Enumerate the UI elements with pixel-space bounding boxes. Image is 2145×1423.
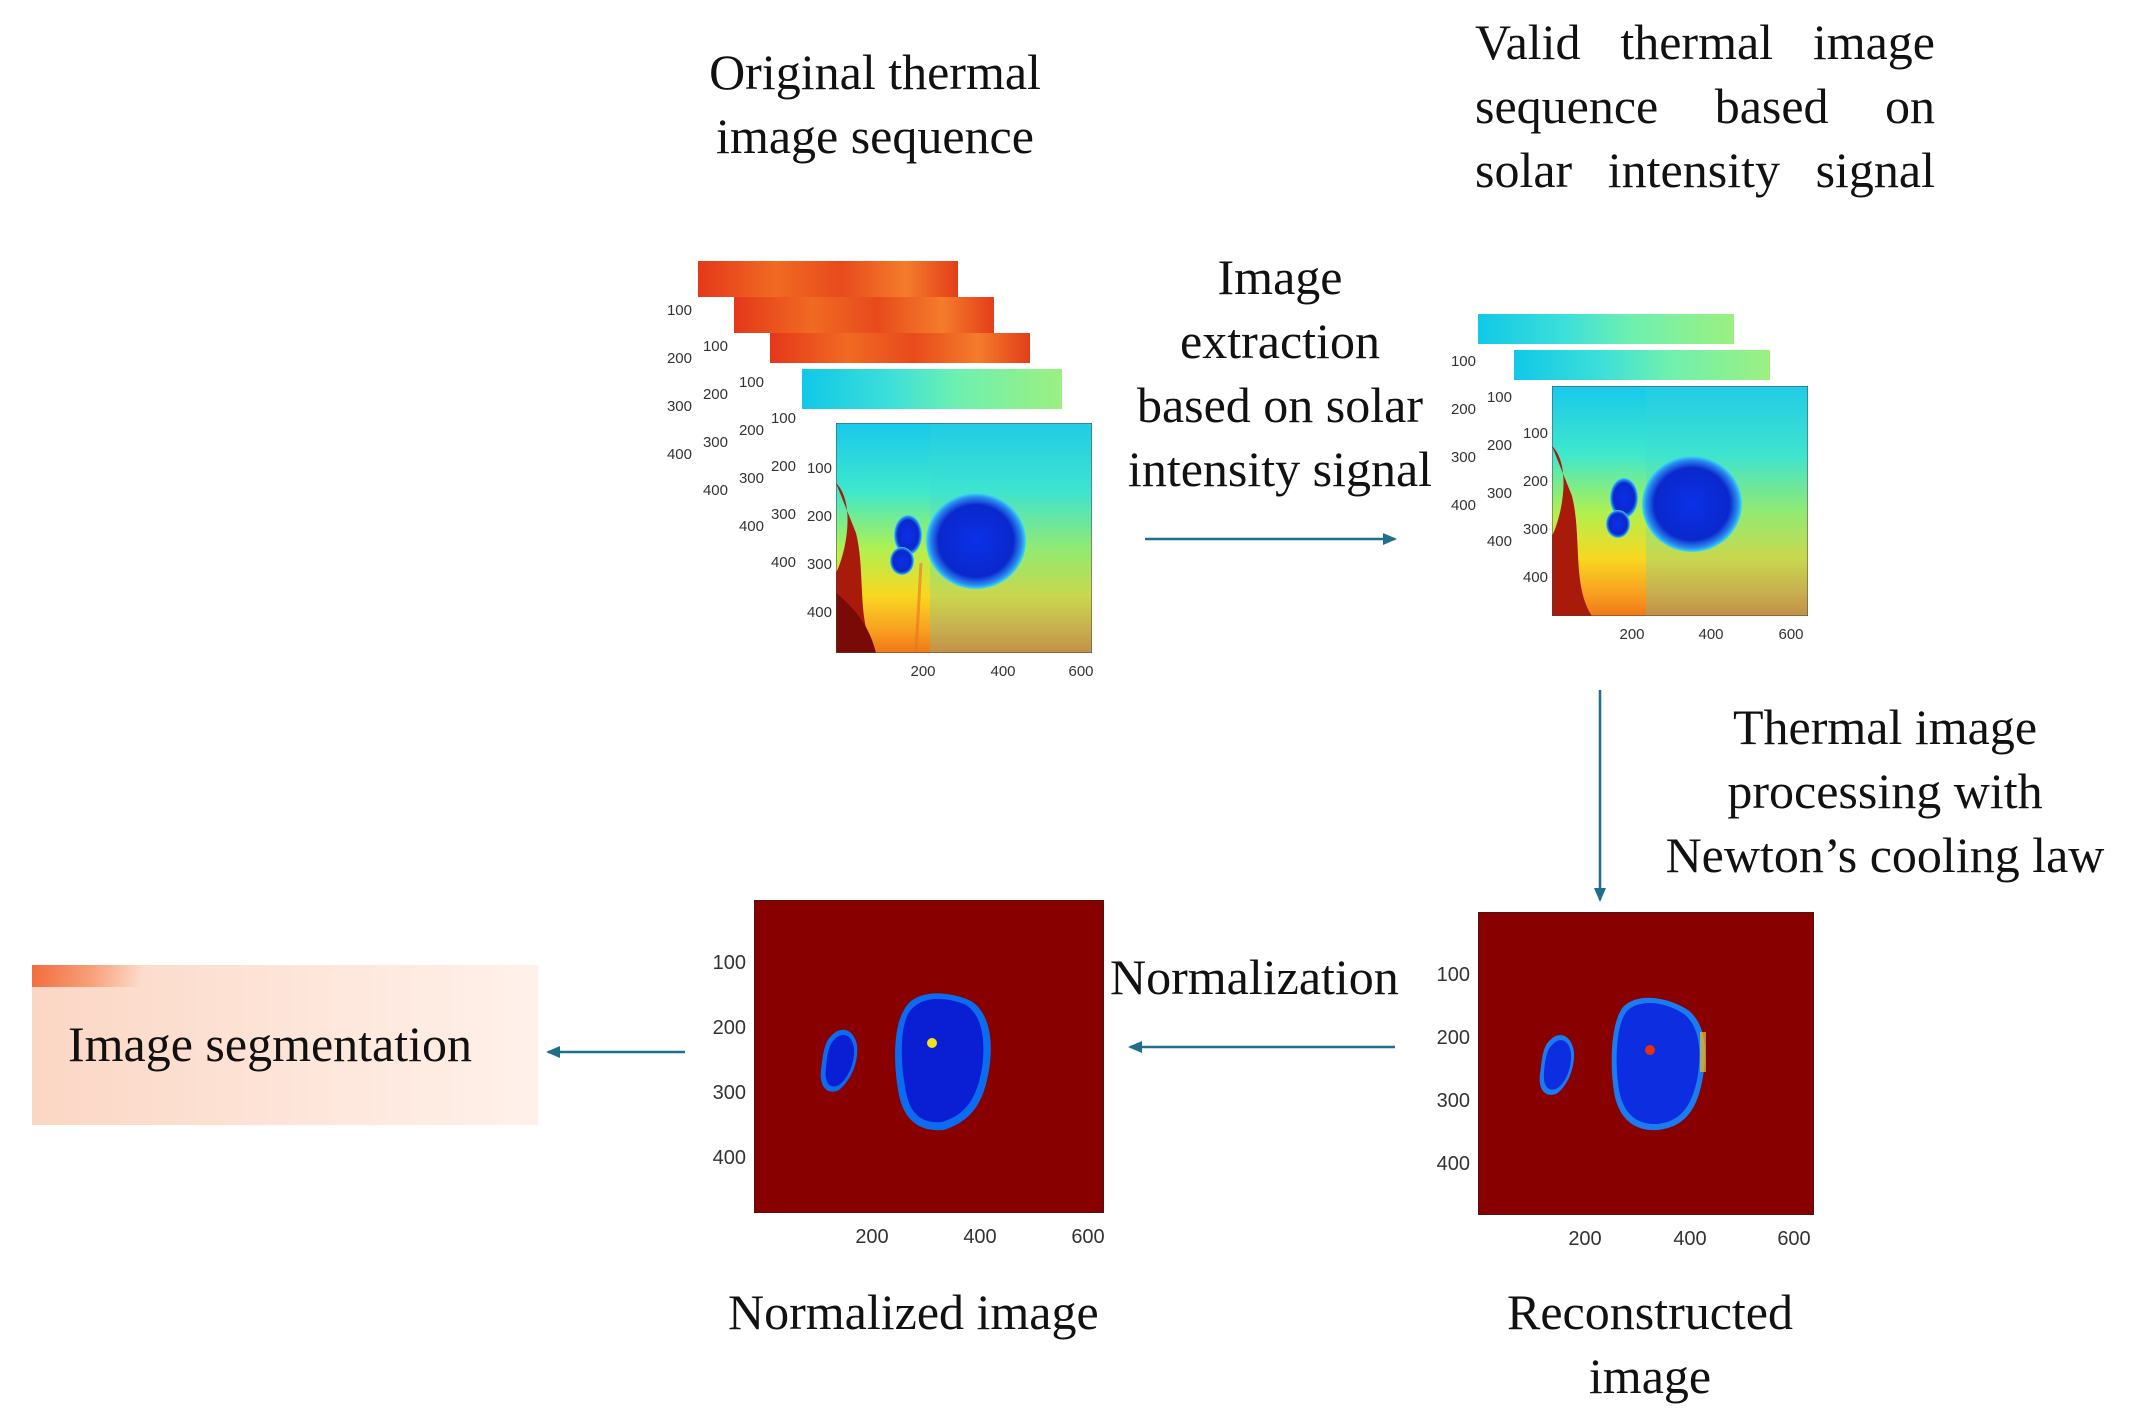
valid-xtick: 400 xyxy=(1698,626,1724,643)
normalized-xtick: 600 xyxy=(1071,1226,1105,1248)
normalized-ytick: 200 xyxy=(712,1017,746,1039)
stack-ytick: 200 xyxy=(770,458,796,475)
stack-ytick: 300 xyxy=(666,398,692,415)
stack-ytick: 400 xyxy=(738,518,764,535)
normalized-ytick: 300 xyxy=(712,1082,746,1104)
thermal-frame-1 xyxy=(698,261,958,297)
valid-ytick: 100 xyxy=(1450,353,1476,370)
reconstructed-image-caption: Reconstructed image xyxy=(1506,1284,1793,1404)
reconstructed-heatmap xyxy=(1478,912,1814,1215)
reconstructed-ytick: 300 xyxy=(1436,1090,1470,1112)
thermal-frame-3 xyxy=(770,333,1030,363)
valid-ytick: 200 xyxy=(1486,437,1512,454)
normalized-heatmap xyxy=(754,900,1104,1213)
stack-ytick: 200 xyxy=(666,350,692,367)
valid-ytick: 400 xyxy=(1522,569,1548,586)
normalized-ytick: 100 xyxy=(712,952,746,974)
stack-ytick: 300 xyxy=(738,470,764,487)
valid-image-stack: 100 200 300 400 100 200 300 400 100 200 … xyxy=(1440,310,1820,650)
normalized-xtick: 200 xyxy=(855,1226,889,1248)
reconstructed-ytick: 100 xyxy=(1436,964,1470,986)
front-xtick: 600 xyxy=(1068,663,1094,680)
reconstructed-xtick: 600 xyxy=(1777,1228,1811,1250)
stack-ytick: 200 xyxy=(702,386,728,403)
stack-ytick: 100 xyxy=(738,374,764,391)
original-image-stack: 100 200 300 400 100 200 300 400 100 200 … xyxy=(650,255,1120,685)
valid-ytick: 300 xyxy=(1450,449,1476,466)
valid-ytick: 300 xyxy=(1522,521,1548,538)
valid-xtick: 600 xyxy=(1778,626,1804,643)
reconstructed-xtick: 200 xyxy=(1568,1228,1602,1250)
stack-ytick: 300 xyxy=(806,556,832,573)
normalized-ytick: 400 xyxy=(712,1147,746,1169)
valid-ytick: 200 xyxy=(1450,401,1476,418)
stack-ytick: 400 xyxy=(806,604,832,621)
stack-ytick: 300 xyxy=(702,434,728,451)
valid-frame-1 xyxy=(1478,314,1734,344)
processing-step-label: Thermal image processing with Newton’s c… xyxy=(1665,699,2105,883)
reconstructed-ytick: 400 xyxy=(1436,1153,1470,1175)
original-sequence-title: Original thermal image sequence xyxy=(709,44,1041,164)
segmentation-box xyxy=(32,965,538,1125)
thermal-frame-2 xyxy=(734,297,994,333)
valid-ytick: 300 xyxy=(1486,485,1512,502)
normalized-image-caption: Normalized image xyxy=(728,1284,1099,1340)
stack-ytick: 400 xyxy=(770,554,796,571)
stack-ytick: 100 xyxy=(666,302,692,319)
valid-frame-front xyxy=(1552,386,1808,616)
normalized-xtick: 400 xyxy=(963,1226,997,1248)
stack-ytick: 400 xyxy=(702,482,728,499)
valid-ytick: 400 xyxy=(1450,497,1476,514)
stack-ytick: 100 xyxy=(806,460,832,477)
valid-ytick: 100 xyxy=(1486,389,1512,406)
thermal-frame-front xyxy=(836,423,1092,653)
reconstructed-xtick: 400 xyxy=(1673,1228,1707,1250)
valid-ytick: 200 xyxy=(1522,473,1548,490)
valid-frame-2 xyxy=(1514,350,1770,380)
stack-ytick: 100 xyxy=(702,338,728,355)
stack-ytick: 300 xyxy=(770,506,796,523)
stack-ytick: 200 xyxy=(738,422,764,439)
thermal-frame-4 xyxy=(802,369,1062,409)
valid-xtick: 200 xyxy=(1619,626,1645,643)
valid-sequence-title: Valid thermal image sequence based on so… xyxy=(1475,14,1935,198)
extraction-step-label: Image extraction based on solar intensit… xyxy=(1127,249,1433,497)
front-xtick: 400 xyxy=(990,663,1016,680)
segmentation-label: Image segmentation xyxy=(68,1016,473,1072)
normalization-step-label: Normalization xyxy=(1110,949,1399,1005)
front-xtick: 200 xyxy=(910,663,936,680)
stack-ytick: 400 xyxy=(666,446,692,463)
stack-ytick: 200 xyxy=(806,508,832,525)
stack-ytick: 100 xyxy=(770,410,796,427)
reconstructed-image-plot: 100 200 300 400 200 400 600 xyxy=(1410,912,1830,1272)
normalized-image-plot: 100 200 300 400 200 400 600 xyxy=(680,900,1105,1260)
reconstructed-ytick: 200 xyxy=(1436,1027,1470,1049)
valid-ytick: 100 xyxy=(1522,425,1548,442)
valid-ytick: 400 xyxy=(1486,533,1512,550)
